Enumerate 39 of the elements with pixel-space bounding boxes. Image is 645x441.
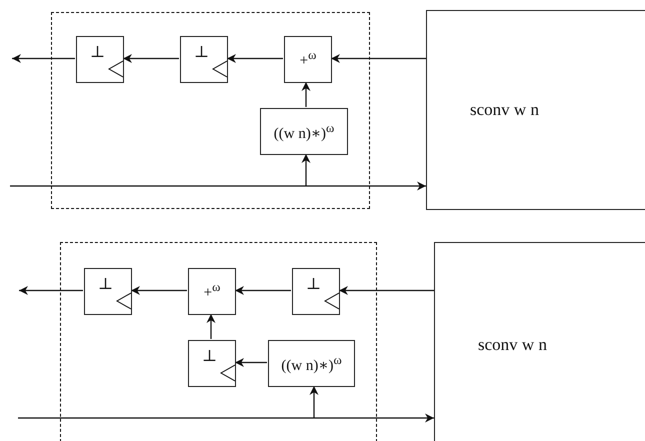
arrow (18, 414, 434, 422)
block-box (180, 36, 228, 83)
symbol-label: ⊥ (90, 43, 106, 62)
arrow (302, 82, 310, 107)
block-box (268, 340, 355, 387)
arrow (131, 286, 187, 295)
arrow (12, 54, 75, 63)
arrow (206, 314, 216, 339)
arrow (302, 154, 310, 186)
arrow (235, 286, 291, 295)
block-label: sconv w n (470, 100, 539, 120)
arrow (310, 386, 318, 418)
symbol-label: ⊥ (202, 347, 218, 366)
arrow (10, 182, 426, 190)
block-label: +$^{ω}$ (300, 47, 316, 70)
block-box (426, 10, 645, 210)
block-label: ((w n)∗)$^{ω}$ (274, 120, 334, 142)
block-box (260, 108, 348, 155)
symbol-label: ⊥ (98, 275, 114, 294)
block-box (292, 268, 340, 315)
block-label: +$^{ω}$ (204, 279, 220, 302)
block-label: ((w n)∗)$^{ω}$ (281, 352, 342, 374)
arrow (235, 358, 267, 367)
arrow (227, 54, 283, 63)
arrow (123, 54, 179, 63)
symbol-label: ⊥ (306, 275, 322, 294)
block-box (84, 268, 132, 315)
dashed-group-box (60, 242, 377, 441)
block-box (188, 268, 236, 315)
dashed-group-box (51, 12, 370, 209)
symbol-label: ⊥ (194, 43, 210, 62)
arrow (19, 286, 83, 295)
block-box (76, 36, 124, 83)
arrow (339, 286, 434, 295)
block-box (434, 242, 645, 441)
block-box (284, 36, 332, 83)
block-box (188, 340, 236, 387)
block-label: sconv w n (478, 334, 547, 354)
arrow (331, 54, 426, 63)
